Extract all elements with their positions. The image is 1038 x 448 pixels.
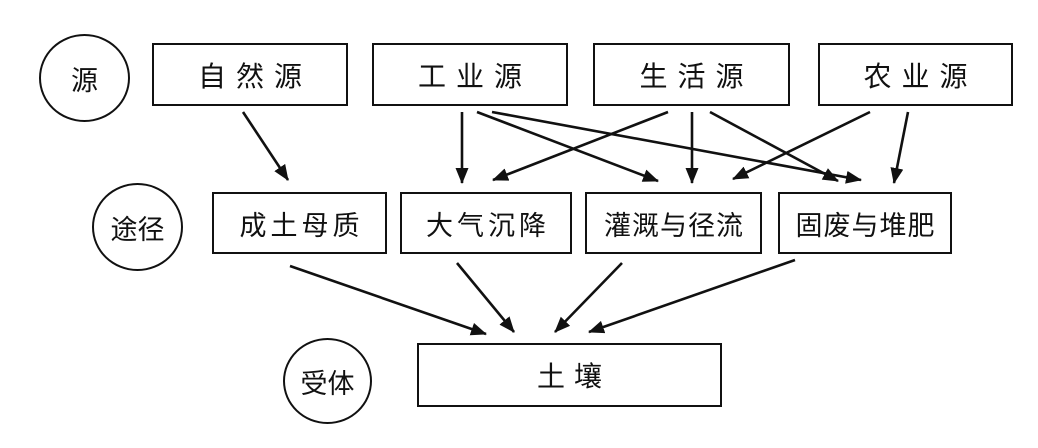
node-label: 生活源 [639,61,754,93]
node-label: 固废与堆肥 [795,210,936,241]
edge-atmospheric-to-soil [455,262,516,333]
stage-circle-receptor: 受体 [283,338,372,424]
node-label: 大气沉降 [426,210,550,241]
node-solid-waste-and-compost: 固废与堆肥 [778,192,952,254]
node-irrigation-and-runoff: 灌溉与径流 [585,192,762,254]
stage-label-pathways: 途径 [110,214,165,245]
edge-agricultural-to-irrigation [732,110,871,181]
node-label: 灌溉与径流 [604,210,744,241]
stage-circle-sources: 源 [39,34,130,122]
stage-label-sources: 源 [71,65,98,96]
node-label: 工业源 [417,61,532,93]
edge-domestic-to-solid-waste [709,110,839,183]
node-label: 土壤 [536,362,611,393]
edge-agricultural-to-solid-waste [890,111,910,184]
node-label: 成土母质 [239,210,364,241]
edge-solid-waste-to-soil [588,258,796,334]
edge-parent-material-to-soil [289,264,487,336]
edge-industrial-to-irrigation [476,110,659,183]
node-agricultural-source: 农业源 [818,43,1013,106]
node-soil-parent-material: 成土母质 [212,192,387,254]
node-soil: 土壤 [417,343,722,407]
edge-domestic-to-atmospheric [492,110,669,182]
stage-label-receptor: 受体 [300,368,355,399]
node-domestic-source: 生活源 [593,43,790,106]
node-atmospheric-deposition: 大气沉降 [400,192,572,254]
edge-industrial-to-solid-waste [491,110,862,184]
node-industrial-source: 工业源 [372,43,568,106]
stage-circle-pathways: 途径 [92,183,183,271]
node-label: 自然源 [197,61,312,93]
edge-irrigation-to-soil [554,262,623,333]
node-label: 农业源 [863,61,978,93]
node-natural-source: 自然源 [152,43,348,106]
edge-natural-to-parent-material [241,111,290,181]
